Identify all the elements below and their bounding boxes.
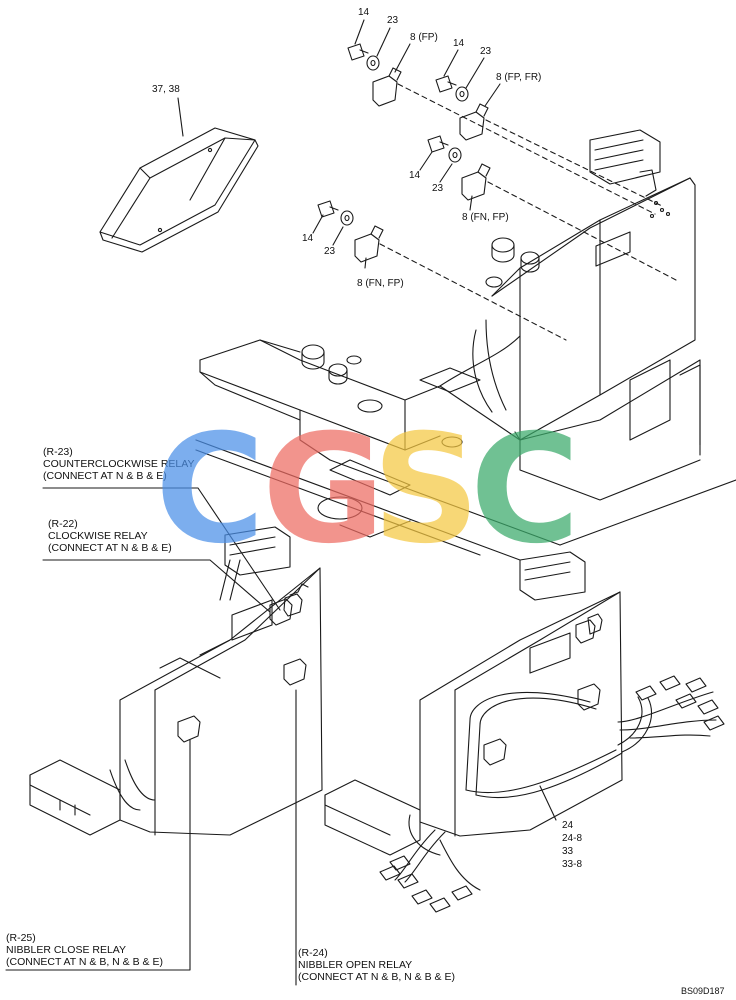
leader-module [177, 97, 184, 137]
hardware-group-1 [347, 19, 411, 107]
label-bolt-3: 14 [409, 170, 421, 181]
label-relay-4: 8 (FN, FP) [357, 278, 404, 289]
label-bolt-2: 14 [453, 38, 465, 49]
callout-r23-note: (CONNECT AT N & B & E) [43, 470, 167, 482]
callout-r24-name: NIBBLER OPEN RELAY [298, 959, 413, 971]
machine-frame [195, 335, 736, 561]
callout-r25-id: (R-25) [6, 932, 36, 944]
label-harness-4: 33-8 [562, 859, 583, 870]
callout-r25-name: NIBBLER CLOSE RELAY [6, 944, 127, 956]
left-relay-bracket [29, 526, 323, 836]
label-washer-1: 23 [387, 15, 399, 26]
alignment-lines [379, 83, 677, 341]
callout-r24: (R-24) NIBBLER OPEN RELAY (CONNECT AT N … [298, 947, 455, 983]
label-relay-2: 8 (FP, FR) [496, 72, 542, 83]
upper-relay-bracket [472, 129, 696, 441]
label-washer-4: 23 [324, 246, 336, 257]
watermark-letter-4: C [470, 403, 581, 577]
right-relay-bracket [324, 551, 725, 913]
label-harness-1: 24 [562, 820, 574, 831]
callout-r22-note: (CONNECT AT N & B & E) [48, 542, 172, 554]
drawing-code: BS09D187 [681, 986, 725, 996]
watermark-letter-2: G [262, 403, 386, 577]
control-module [99, 127, 259, 253]
hardware-group-4 [312, 200, 384, 269]
label-washer-2: 23 [480, 46, 492, 57]
label-module: 37, 38 [152, 84, 180, 95]
callout-r24-id: (R-24) [298, 947, 328, 959]
label-washer-3: 23 [432, 183, 444, 194]
label-bolt-4: 14 [302, 233, 314, 244]
hardware-group-3 [419, 135, 491, 211]
hardware-group-2 [435, 49, 501, 141]
label-relay-1: 8 (FP) [410, 32, 438, 43]
label-bolt-1: 14 [358, 7, 370, 18]
label-relay-3: 8 (FN, FP) [462, 212, 509, 223]
callout-r23-id: (R-23) [43, 446, 73, 458]
callout-r25: (R-25) NIBBLER CLOSE RELAY (CONNECT AT N… [6, 932, 163, 968]
callout-r25-note: (CONNECT AT N & B, N & B & E) [6, 956, 163, 968]
watermark-letter-1: C [155, 403, 266, 577]
callout-r23-name: COUNTERCLOCKWISE RELAY [43, 458, 195, 470]
label-harness-3: 33 [562, 846, 574, 857]
label-harness-2: 24-8 [562, 833, 583, 844]
callout-leaders [5, 487, 557, 986]
callout-r22-id: (R-22) [48, 518, 78, 530]
callout-r23: (R-23) COUNTERCLOCKWISE RELAY (CONNECT A… [43, 446, 195, 482]
watermark-letter-3: S [372, 403, 481, 577]
callout-r24-note: (CONNECT AT N & B, N & B & E) [298, 971, 455, 983]
callout-r22-name: CLOCKWISE RELAY [48, 530, 148, 542]
callout-r22: (R-22) CLOCKWISE RELAY (CONNECT AT N & B… [48, 518, 172, 554]
